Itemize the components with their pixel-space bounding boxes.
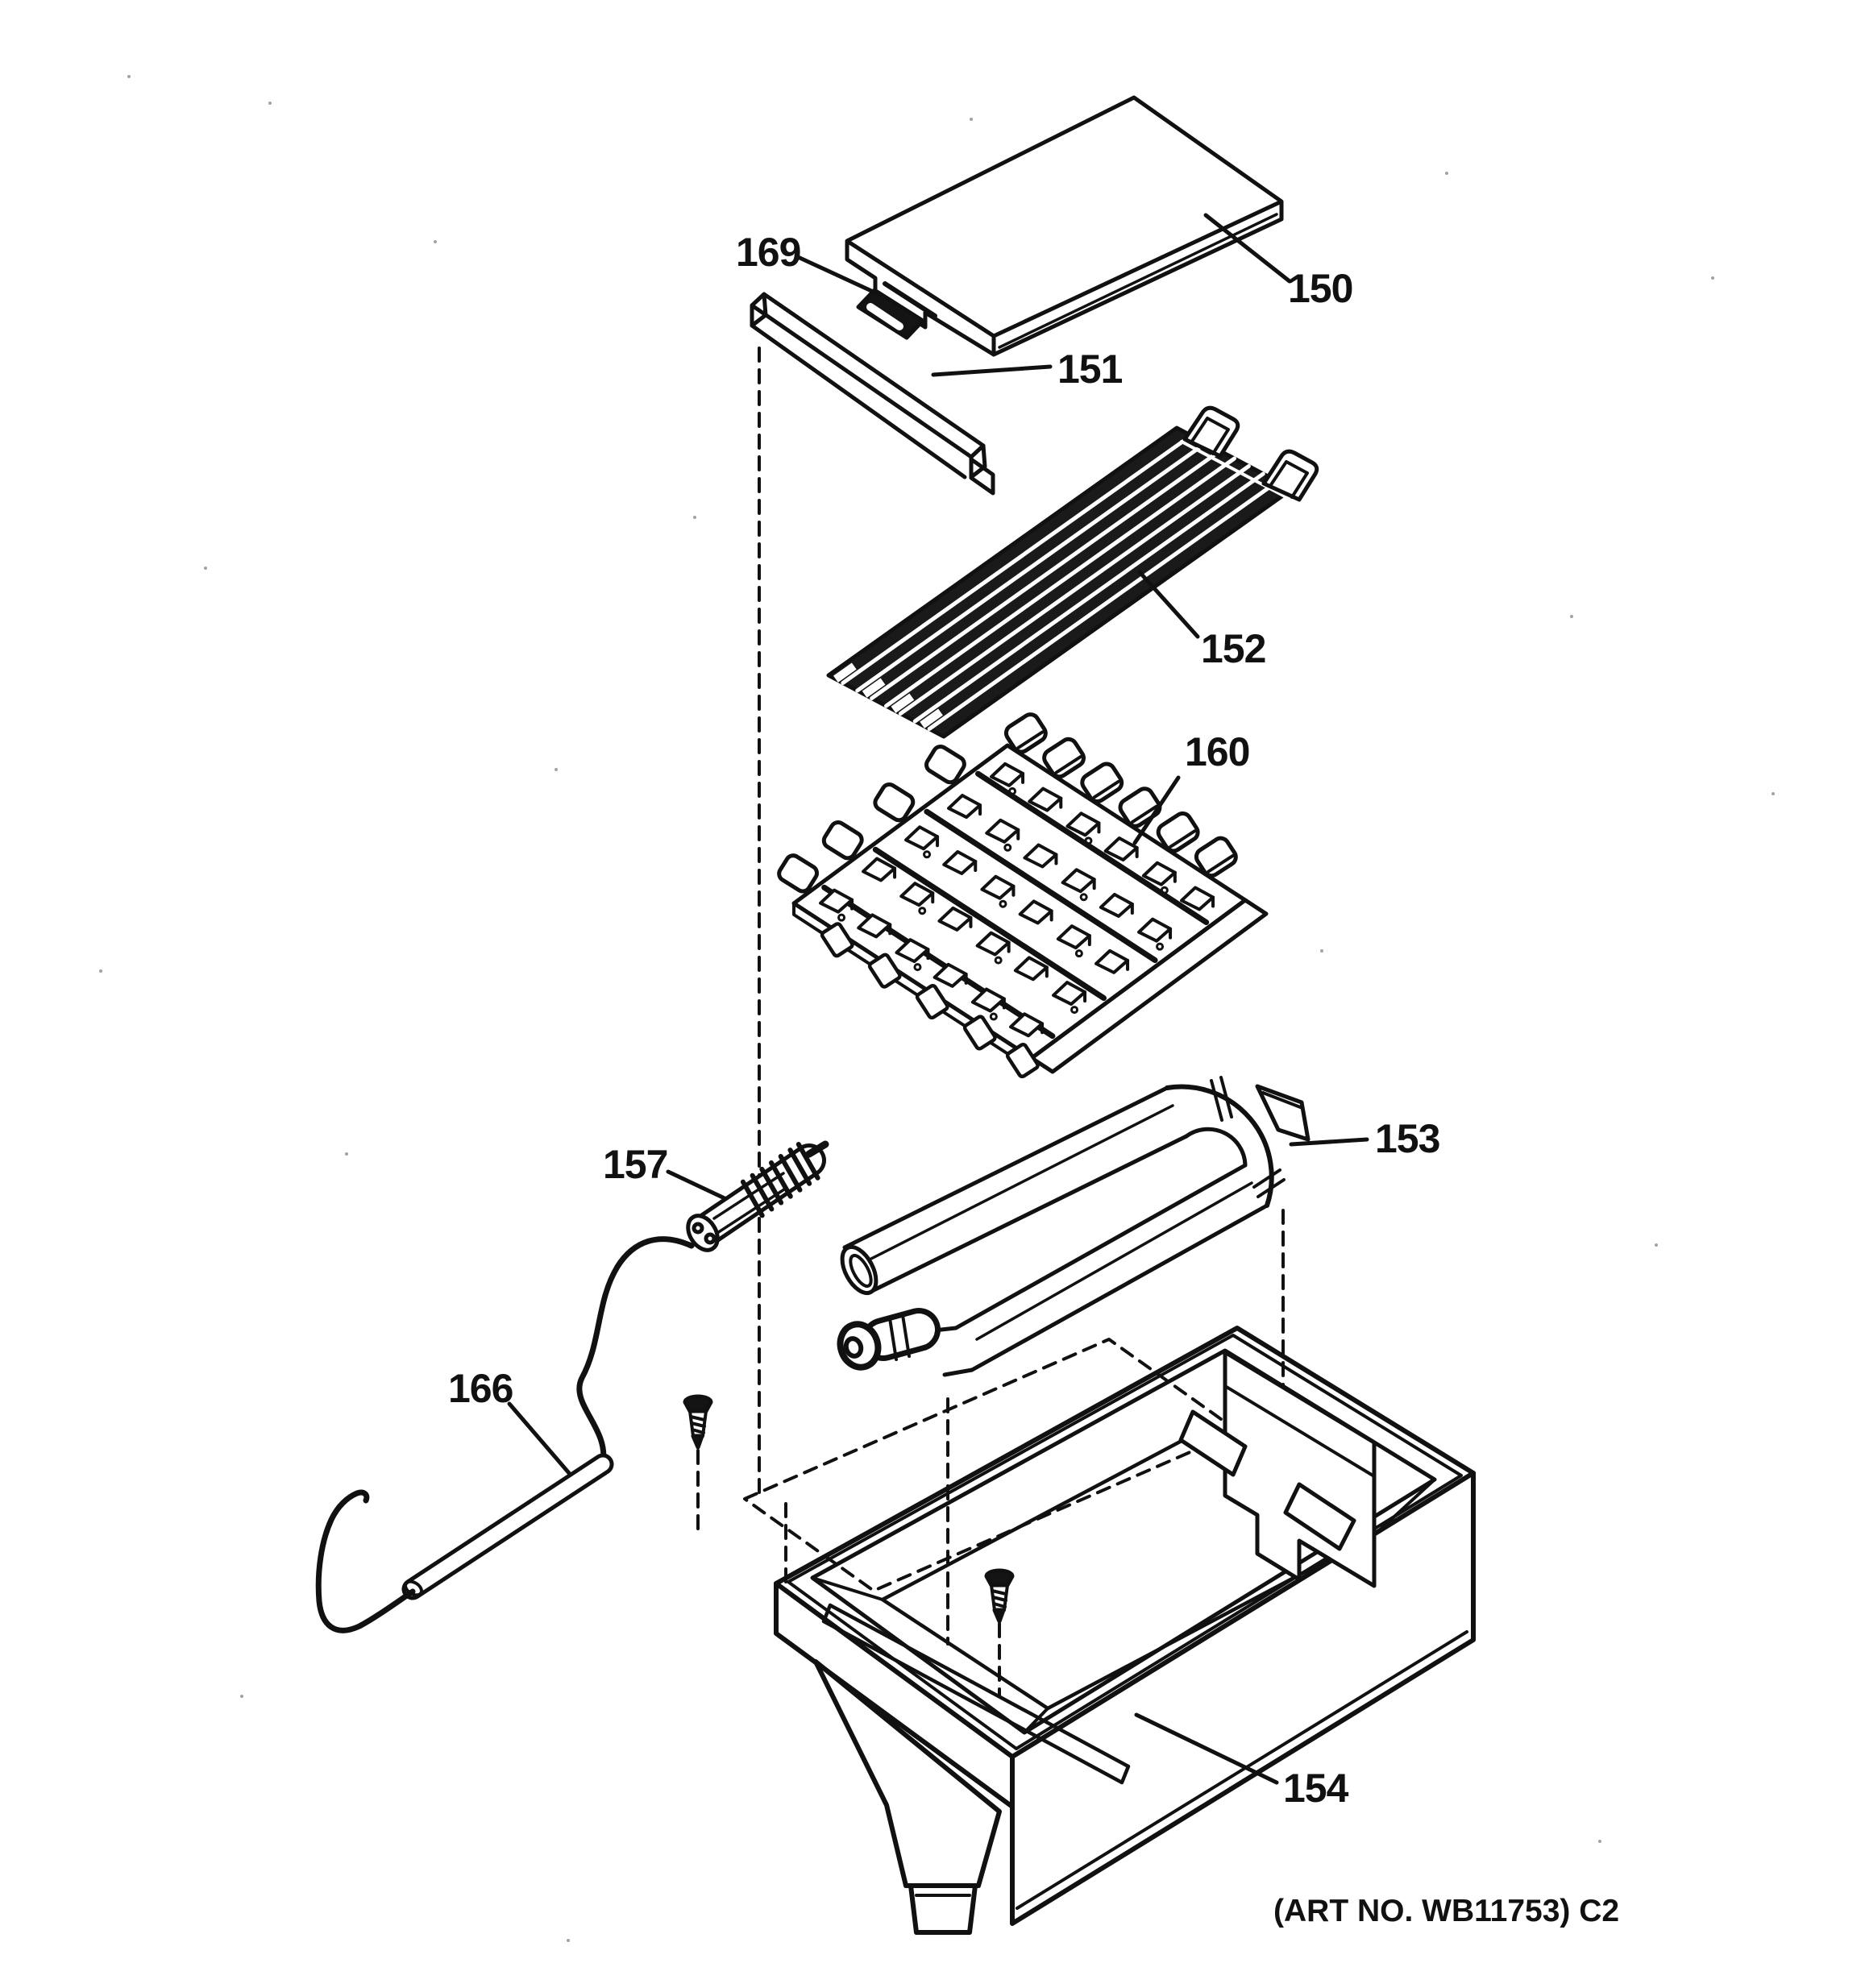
part-169-clip (856, 281, 937, 340)
part-166-wire-sleeve (315, 1236, 695, 1633)
leader-166 (507, 1401, 571, 1475)
rack-body (777, 712, 1269, 1079)
part-154-pan (774, 1326, 1476, 1935)
igniter-coil (740, 1142, 820, 1218)
leader-152 (1137, 570, 1200, 639)
part-label-153: 153 (1375, 1116, 1439, 1161)
leader-154 (1134, 1712, 1279, 1785)
pan-baffle (1178, 1350, 1377, 1588)
scan-speckles (99, 75, 1775, 1942)
art-number-note: (ART NO. WB11753) C2 (1273, 1894, 1619, 1928)
part-label-166: 166 (448, 1366, 513, 1411)
leader-169 (794, 254, 883, 297)
part-label-151: 151 (1057, 347, 1123, 392)
part-label-160: 160 (1185, 729, 1249, 774)
leader-157 (666, 1169, 727, 1201)
part-152-grate (826, 405, 1319, 739)
part-157-igniter (686, 1140, 829, 1252)
part-label-150: 150 (1288, 266, 1352, 311)
part-153-burner (837, 1076, 1310, 1377)
leader-150 (1203, 213, 1292, 284)
part-160-briquette-rack (777, 712, 1269, 1079)
leader-lines (507, 213, 1369, 1785)
part-label-169: 169 (736, 230, 800, 275)
grate-slats (833, 434, 1280, 731)
screw-2 (984, 1568, 1015, 1624)
part-label-157: 157 (603, 1142, 667, 1187)
part-number-labels: 169 150 151 152 160 157 153 166 154 (ART… (448, 230, 1619, 1928)
screw-1 (683, 1394, 713, 1450)
leader-160 (1132, 775, 1181, 845)
part-label-152: 152 (1201, 626, 1265, 671)
part-label-154: 154 (1283, 1766, 1349, 1811)
part-151-rail (750, 292, 995, 496)
leader-153 (1289, 1137, 1369, 1147)
leader-151 (931, 364, 1053, 377)
